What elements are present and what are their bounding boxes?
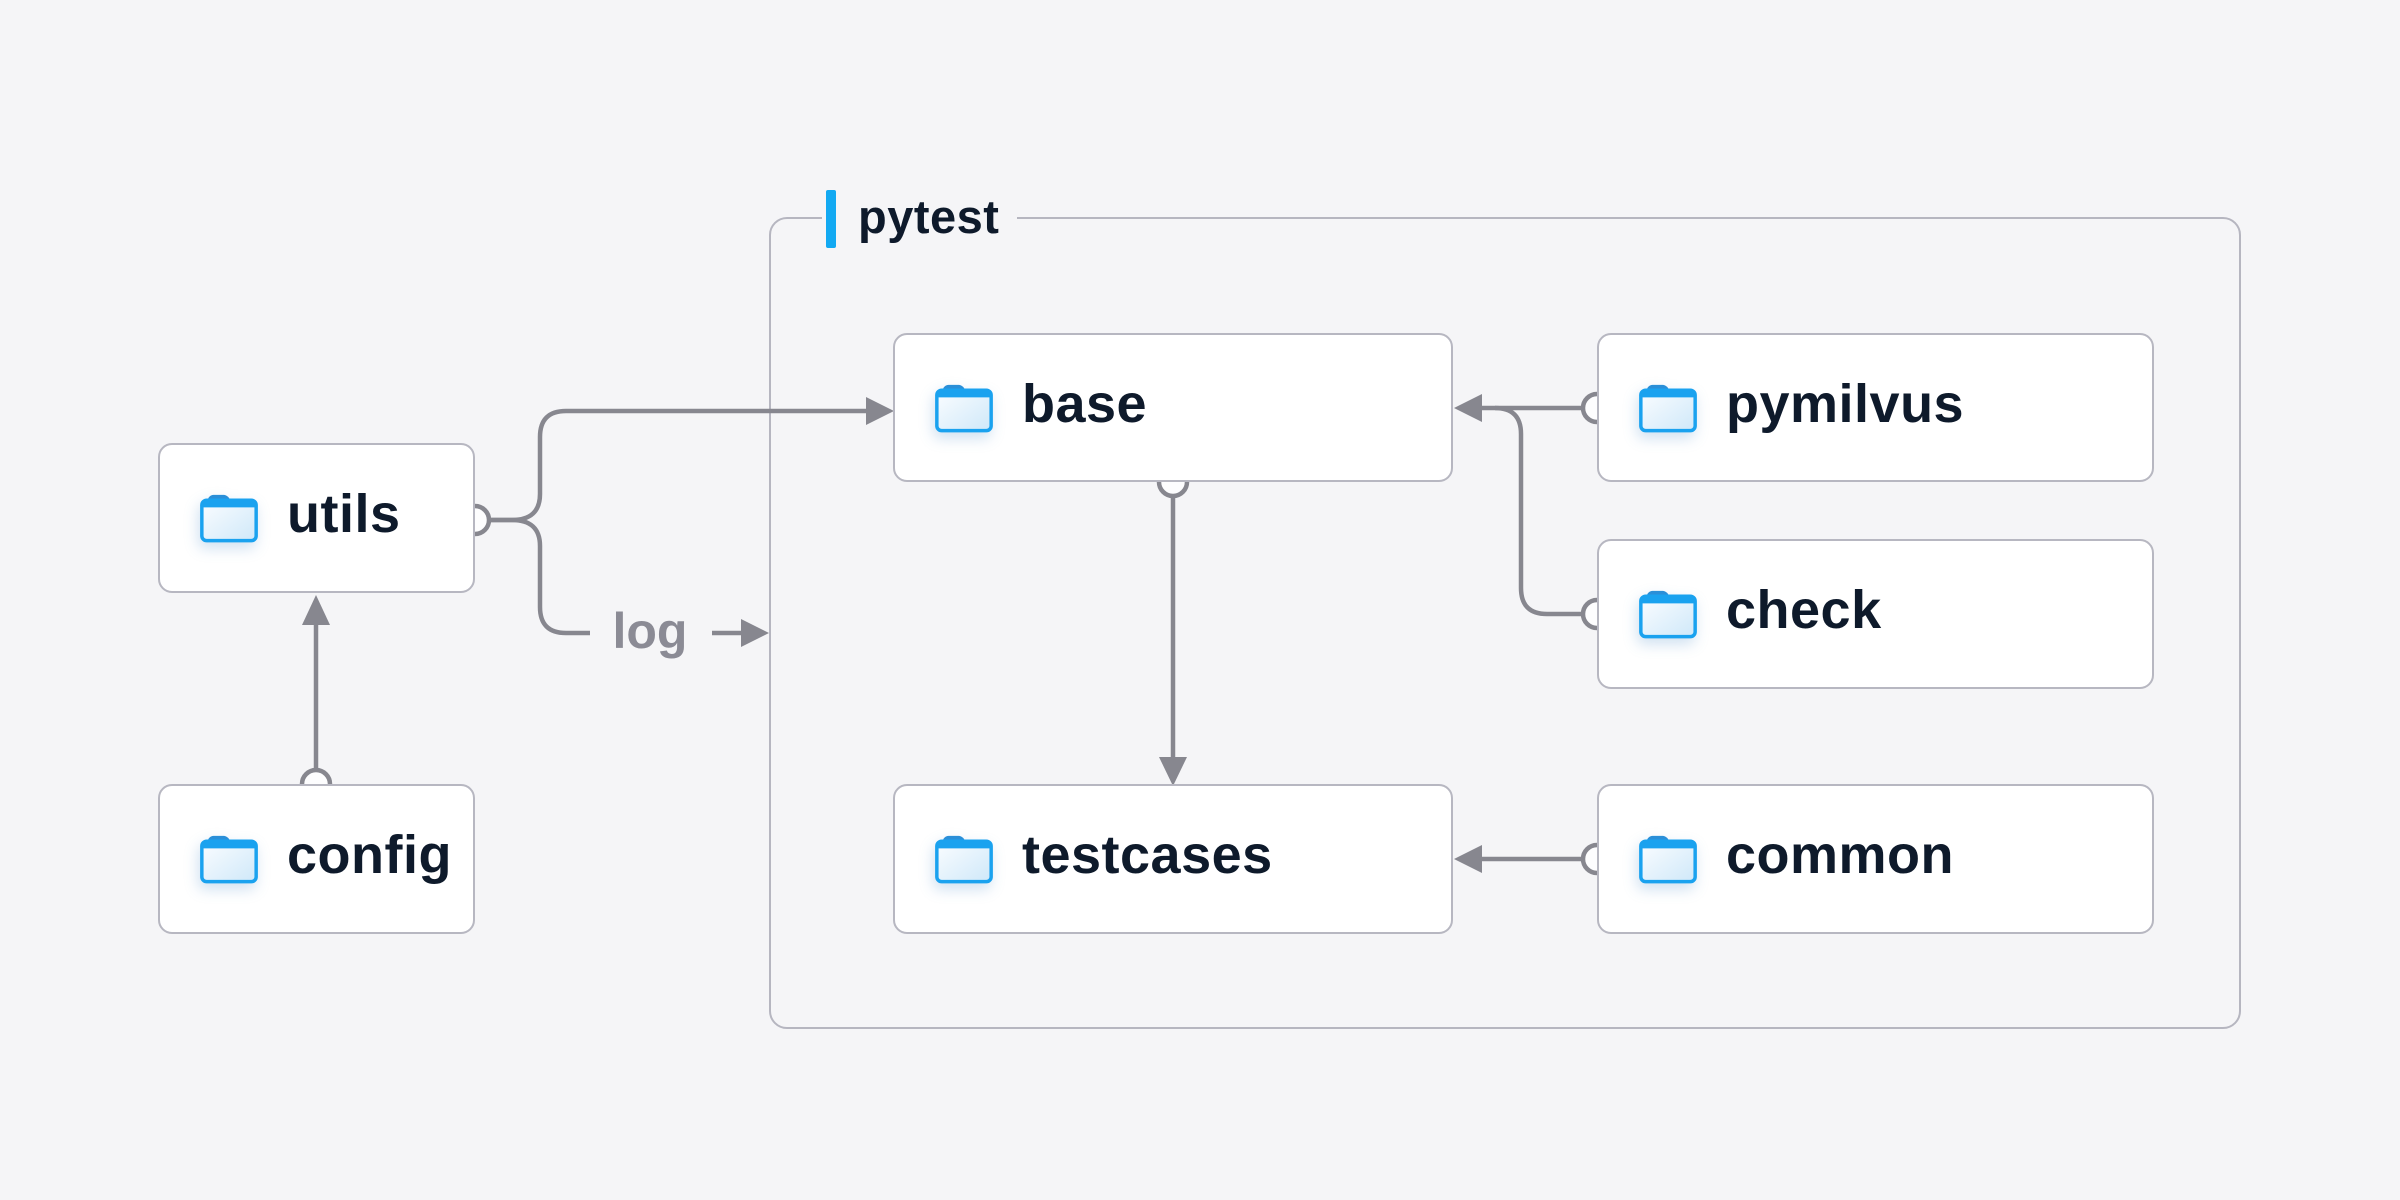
edge-check-join — [1494, 405, 1584, 617]
folder-icon — [1637, 588, 1699, 640]
edge-utils-log — [489, 517, 590, 636]
folder-icon — [933, 833, 995, 885]
folder-icon — [198, 492, 260, 544]
node-label: config — [287, 825, 452, 885]
arrowhead-config-utils — [302, 595, 330, 625]
arrowhead-pymilvus-base — [1454, 394, 1482, 422]
accent-bar — [826, 190, 836, 248]
node-base: base — [893, 333, 1453, 482]
node-label: utils — [287, 484, 401, 544]
node-pymilvus: pymilvus — [1597, 333, 2154, 482]
node-config: config — [158, 784, 475, 934]
node-label: base — [1022, 373, 1148, 434]
node-label: check — [1726, 580, 1882, 640]
node-utils: utils — [158, 443, 475, 593]
folder-icon — [198, 833, 260, 885]
edge-utils-base — [489, 408, 866, 523]
pytest-group-container — [769, 217, 2241, 1029]
node-testcases: testcases — [893, 784, 1453, 934]
node-label: pymilvus — [1726, 373, 1965, 434]
arrowhead-common-testcases — [1454, 845, 1482, 873]
arrowhead-utils-base — [866, 397, 894, 425]
node-label: testcases — [1022, 825, 1273, 885]
folder-icon — [1637, 382, 1699, 434]
group-label-text: pytest — [858, 189, 1000, 243]
node-check: check — [1597, 539, 2154, 689]
node-label: common — [1726, 825, 1955, 885]
folder-icon — [933, 382, 995, 434]
edge-label-log: log — [612, 603, 688, 659]
pytest-group-label: pytest — [822, 188, 1018, 250]
arrowhead-base-testcases — [1159, 757, 1187, 786]
arrowhead-log — [741, 619, 769, 647]
node-common: common — [1597, 784, 2154, 934]
folder-icon — [1637, 833, 1699, 885]
